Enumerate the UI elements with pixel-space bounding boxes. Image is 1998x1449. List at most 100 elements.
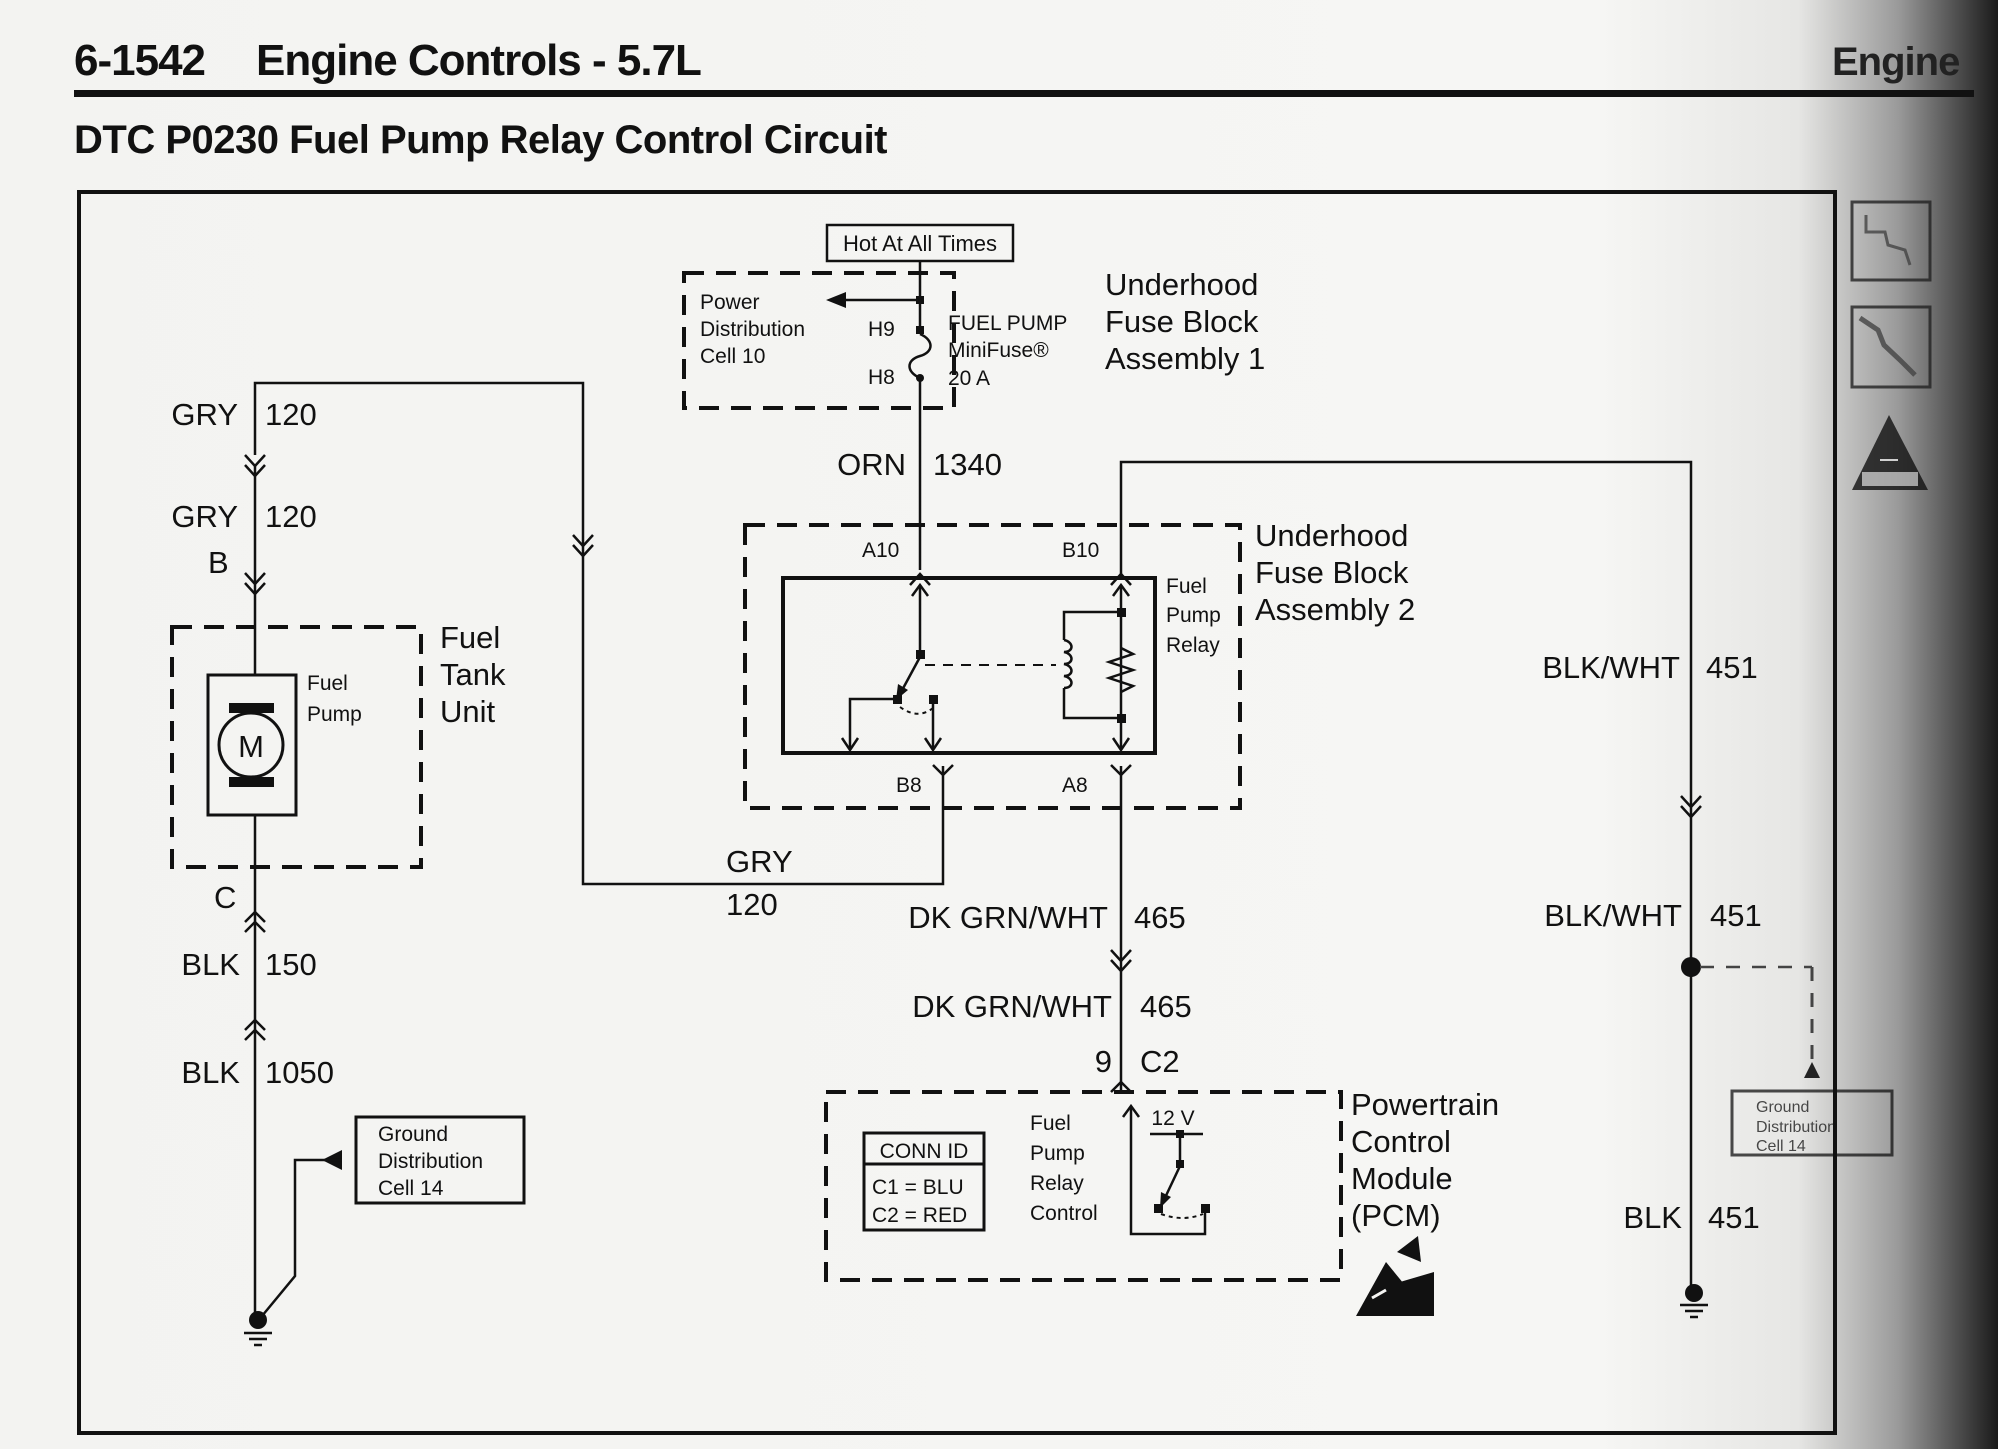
wire-blk-150-color: BLK [181,947,240,982]
pcm-control-label: Fuel Pump Relay Control [1030,1112,1098,1225]
fuse-block-2: A10 B10 B8 A8 Fuel Pump Relay [743,518,1415,810]
pcm-boundary [824,1090,1343,1282]
coil-wire [1062,610,1121,640]
header-rule [74,90,1974,97]
hot-at-all-times-label: Hot At All Times [843,231,997,256]
ground-icon [1680,1303,1708,1319]
wire-dkgrn-465-bottom-color: DK GRN/WHT [912,989,1112,1024]
arrow-up-icon [910,582,930,597]
pcm: CONN ID C1 = BLU C2 = RED Fuel Pump Rela… [824,1087,1499,1316]
relay-label: Fuel Pump Relay [1166,575,1227,657]
wire-gry-120-mid-circuit: 120 [265,499,317,534]
motor-icon [217,711,285,779]
inline-connector-icon [1680,805,1702,819]
inline-connector-icon [244,1018,266,1031]
wire-blk-451-circuit: 451 [1708,1200,1760,1235]
fuel-pump-label: Fuel Pump [307,672,362,726]
inline-connector-icon [244,1028,266,1041]
arrow-up-icon [1804,1062,1820,1078]
page-number: 6-1542 [74,36,206,85]
esd-warning-icon [1356,1236,1434,1316]
pin-b8: B8 [896,774,922,797]
conn-id-values: C1 = BLU C2 = RED [872,1176,969,1227]
wire-blkwht-451-top-color: BLK/WHT [1542,650,1680,685]
motor-brush [229,703,274,713]
wire-blk-150-circuit: 150 [265,947,317,982]
wire-dkgrn-465-top-circuit: 465 [1134,900,1186,935]
coil-node [1117,608,1126,617]
arrow-up-icon [1111,582,1131,597]
switch-contact-nc [893,695,902,704]
ground-distribution-right-label: Ground Distribution Cell 14 [1756,1099,1840,1155]
arrow-down-icon [1111,737,1131,753]
side-icons [1850,200,1932,490]
power-distribution-label: Power Distribution Cell 10 [700,291,811,368]
ground-splice [1685,1284,1703,1302]
pcm-pin-number: 9 [1095,1044,1112,1079]
ground-distribution-right-box [1730,1089,1894,1157]
fuse-block-2-boundary [743,523,1242,810]
wire-gry-120-top-circuit: 120 [265,397,317,432]
switch-travel [1160,1213,1204,1219]
caution-triangle-icon [1852,415,1928,490]
ground-distribution-left-label: Ground Distribution Cell 14 [378,1123,489,1200]
inline-connector-icon [1110,959,1132,973]
motor-brush [229,777,274,787]
switch-travel [899,706,934,715]
fuel-tank-unit-name: Fuel Tank Unit [440,620,514,729]
wire-gry-120-mid-color: GRY [171,499,238,534]
pin-a8: A8 [1062,774,1088,797]
pin-h8: H8 [868,366,895,389]
fuel-tank-unit-boundary [170,625,423,869]
wire-gry-120-top-color: GRY [171,397,238,432]
inline-connector-icon [1110,949,1132,963]
ground-distribution-left: Ground Distribution Cell 14 [244,1115,526,1347]
wire-blk-1050-color: BLK [181,1055,240,1090]
connector-view-icon [1850,305,1932,389]
wire-orn-1340-color: ORN [837,447,906,482]
switch-node [1176,1160,1184,1168]
fuel-pump-relay-box [781,576,1157,755]
fuse-icon [908,332,932,380]
splice-node [1681,957,1701,977]
wire-blkwht-451 [1119,460,1693,1290]
wire-gry-120-bottom-color: GRY [726,844,793,879]
switch-contact [1201,1204,1210,1213]
ground-distribution-left-box [354,1115,526,1205]
fuse-block-1-boundary [682,271,956,410]
resistor-icon [1105,646,1137,694]
wire-dkgrn-465-bottom-circuit: 465 [1140,989,1192,1024]
inline-connector-icon [244,454,266,468]
arrow-down-icon [923,737,943,753]
wire-blk-1050-circuit: 1050 [265,1055,334,1090]
fuse-block-1: Hot At All Times Power Distribution Cell… [682,223,1267,410]
wire-dkgrn-465-top-color: DK GRN/WHT [908,900,1108,935]
arrow-left-icon [826,292,846,308]
motor-symbol: M [238,729,264,764]
inline-connector-icon [244,910,266,923]
wire-blkwht-451-bottom-color: BLK/WHT [1544,898,1682,933]
ground-splice [249,1311,267,1329]
ground-link-wire [261,1158,342,1317]
inline-connector-icon [572,534,594,548]
arrow-up-icon [1121,1103,1141,1118]
wire-blkwht-451-bottom-circuit: 451 [1710,898,1762,933]
document-title: DTC P0230 Fuel Pump Relay Control Circui… [74,118,888,162]
switch-contact-no [929,695,938,704]
pin-h9: H9 [868,318,895,341]
wire-blk-451-color: BLK [1623,1200,1682,1235]
connector-c-label: C [214,880,236,915]
relay-nc-wire [848,697,895,748]
pin-a10: A10 [862,539,899,562]
connector-a10-icon [909,572,931,586]
fuse-block-1-name: Underhood Fuse Block Assembly 1 [1105,267,1267,376]
switch-pivot [916,650,925,659]
section-title: Engine Controls - 5.7L [256,36,702,85]
inline-connector-icon [1680,795,1702,809]
coil-node [1117,714,1126,723]
fuse-terminal [916,326,924,334]
inline-connector-icon [244,920,266,933]
arrow-down-icon [840,737,860,753]
